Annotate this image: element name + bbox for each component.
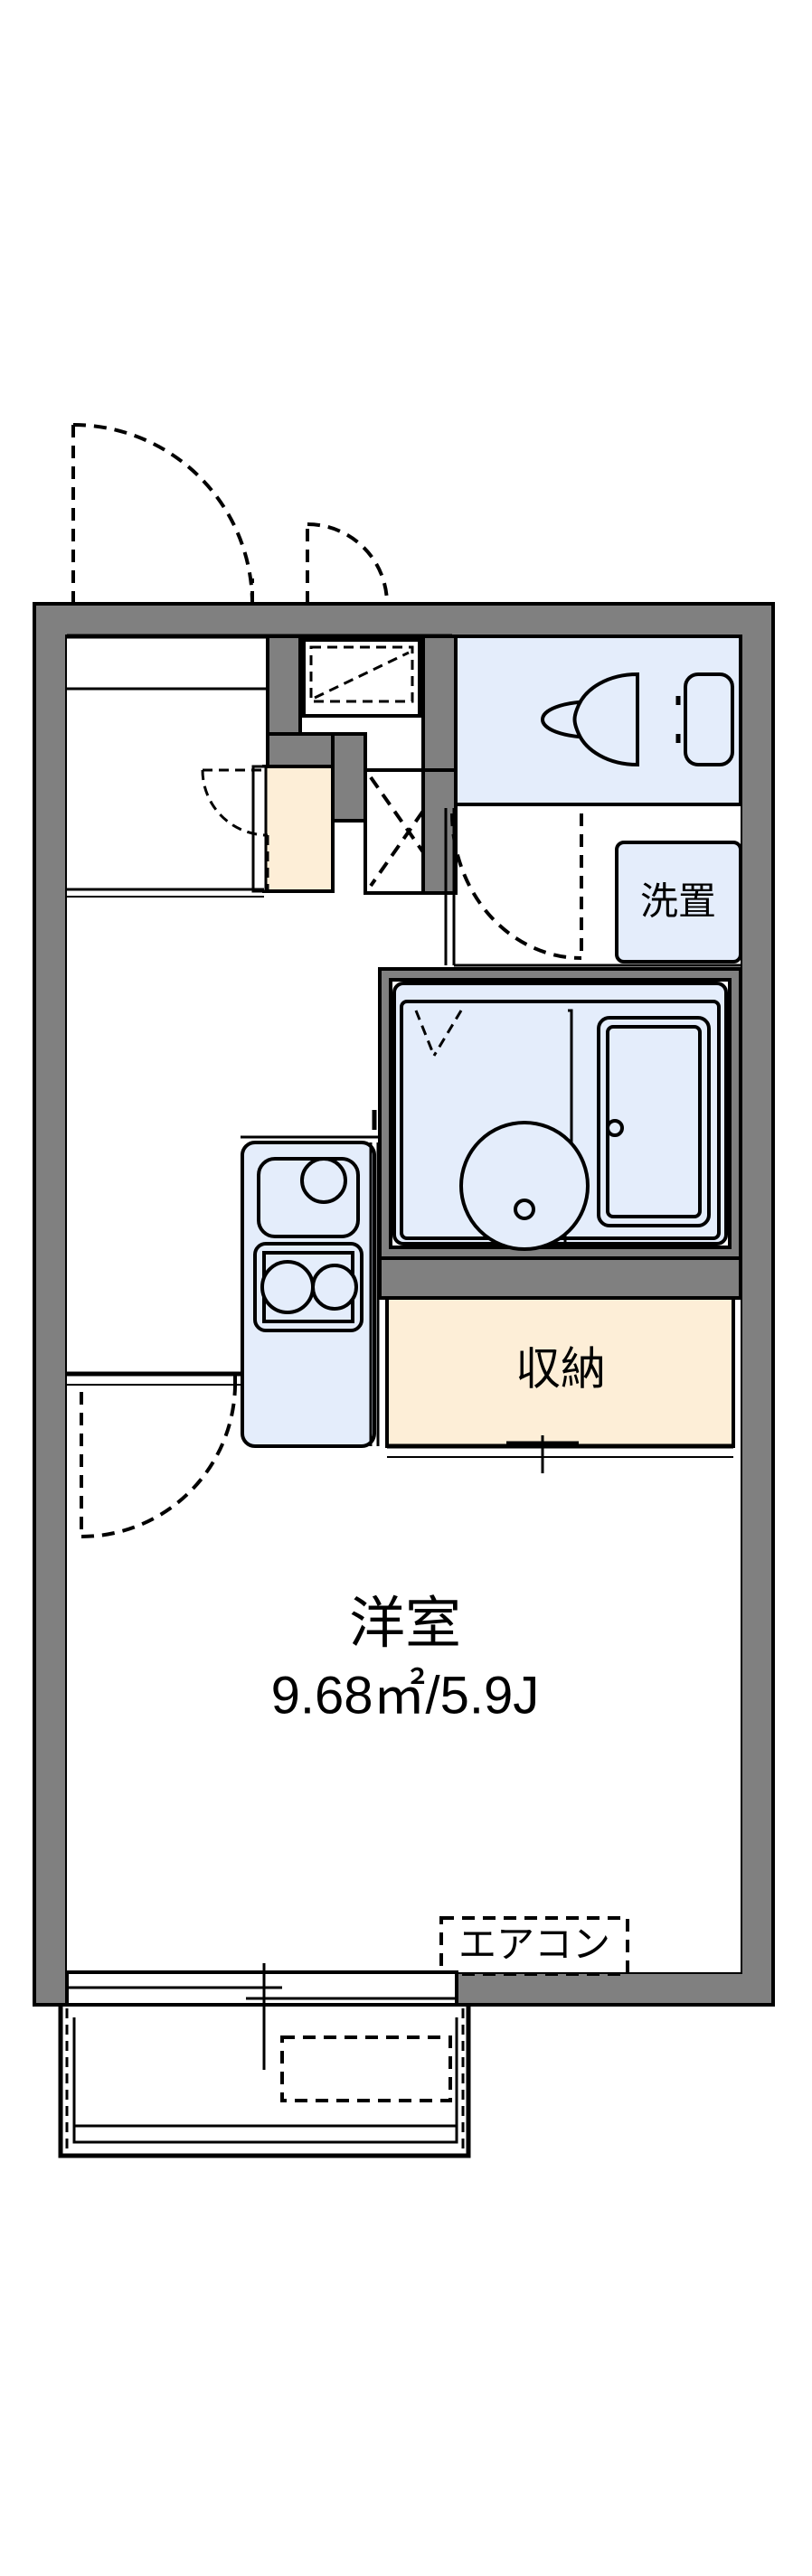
kitchen-sink-drain-icon [300, 1157, 347, 1204]
washing-machine-pan-icon [615, 841, 742, 964]
corridor-walls [67, 635, 458, 898]
aircon-label: エアコン [458, 1923, 610, 1967]
toilet-room [421, 635, 742, 806]
storage-closet: 収納 [378, 1256, 742, 1473]
shoe-box-diagonal [314, 651, 410, 700]
bathtub-drain-icon [606, 1119, 624, 1137]
living-room-door [67, 1371, 241, 1538]
balcony-inner-outline [72, 2017, 458, 2144]
bathroom-door-mark[interactable] [414, 1010, 463, 1057]
toilet-bowl-icon [572, 672, 639, 767]
main-room-name: 洋室 [349, 1590, 461, 1656]
entry-closet-right-wall [421, 768, 458, 895]
balcony-outdoor-unit-box [280, 2035, 452, 2102]
main-room-label-group: 洋室 9.68㎡/5.9J [271, 1590, 540, 1725]
shoe-box-outline [309, 645, 414, 703]
washroom-area: 洗置 [444, 808, 742, 967]
aircon-marker: エアコン [439, 1916, 629, 1976]
hall-wall-vertical-lower [331, 732, 367, 823]
genkan-step [262, 765, 335, 893]
bathroom [372, 967, 742, 1260]
shoe-box [298, 522, 425, 718]
balcony [58, 2005, 471, 2158]
aircon-box [439, 1916, 629, 1976]
balcony-outline [58, 2005, 471, 2158]
laundry-label: 洗置 [640, 879, 716, 924]
washbasin-drain-icon [514, 1199, 535, 1220]
hall-wall-vertical-upper [266, 635, 302, 736]
shoe-box-body [302, 638, 421, 718]
hall-small-door-arc [201, 769, 269, 837]
sliding-window [65, 1963, 458, 2070]
living-door-swing-arc [80, 1386, 237, 1538]
storage-floor [385, 1296, 735, 1448]
storage-label: 収納 [515, 1343, 606, 1396]
main-room-area: 9.68㎡/5.9J [271, 1666, 540, 1725]
storage-top-wall [378, 1256, 742, 1300]
kitchen [241, 1135, 380, 1448]
stove-burner-right-icon [311, 1264, 358, 1311]
corridor-door-swing-arc [307, 522, 389, 605]
toilet-tank-icon [684, 672, 734, 766]
washroom-divider [444, 808, 456, 965]
balcony-rail-marks [65, 2008, 465, 2153]
bathtub-inner-icon [606, 1025, 702, 1218]
entrance-door-swing-arc [72, 423, 254, 605]
stove-burner-left-icon [260, 1260, 315, 1314]
washbasin-icon [459, 1121, 590, 1251]
genkan-step-edge [251, 765, 268, 893]
